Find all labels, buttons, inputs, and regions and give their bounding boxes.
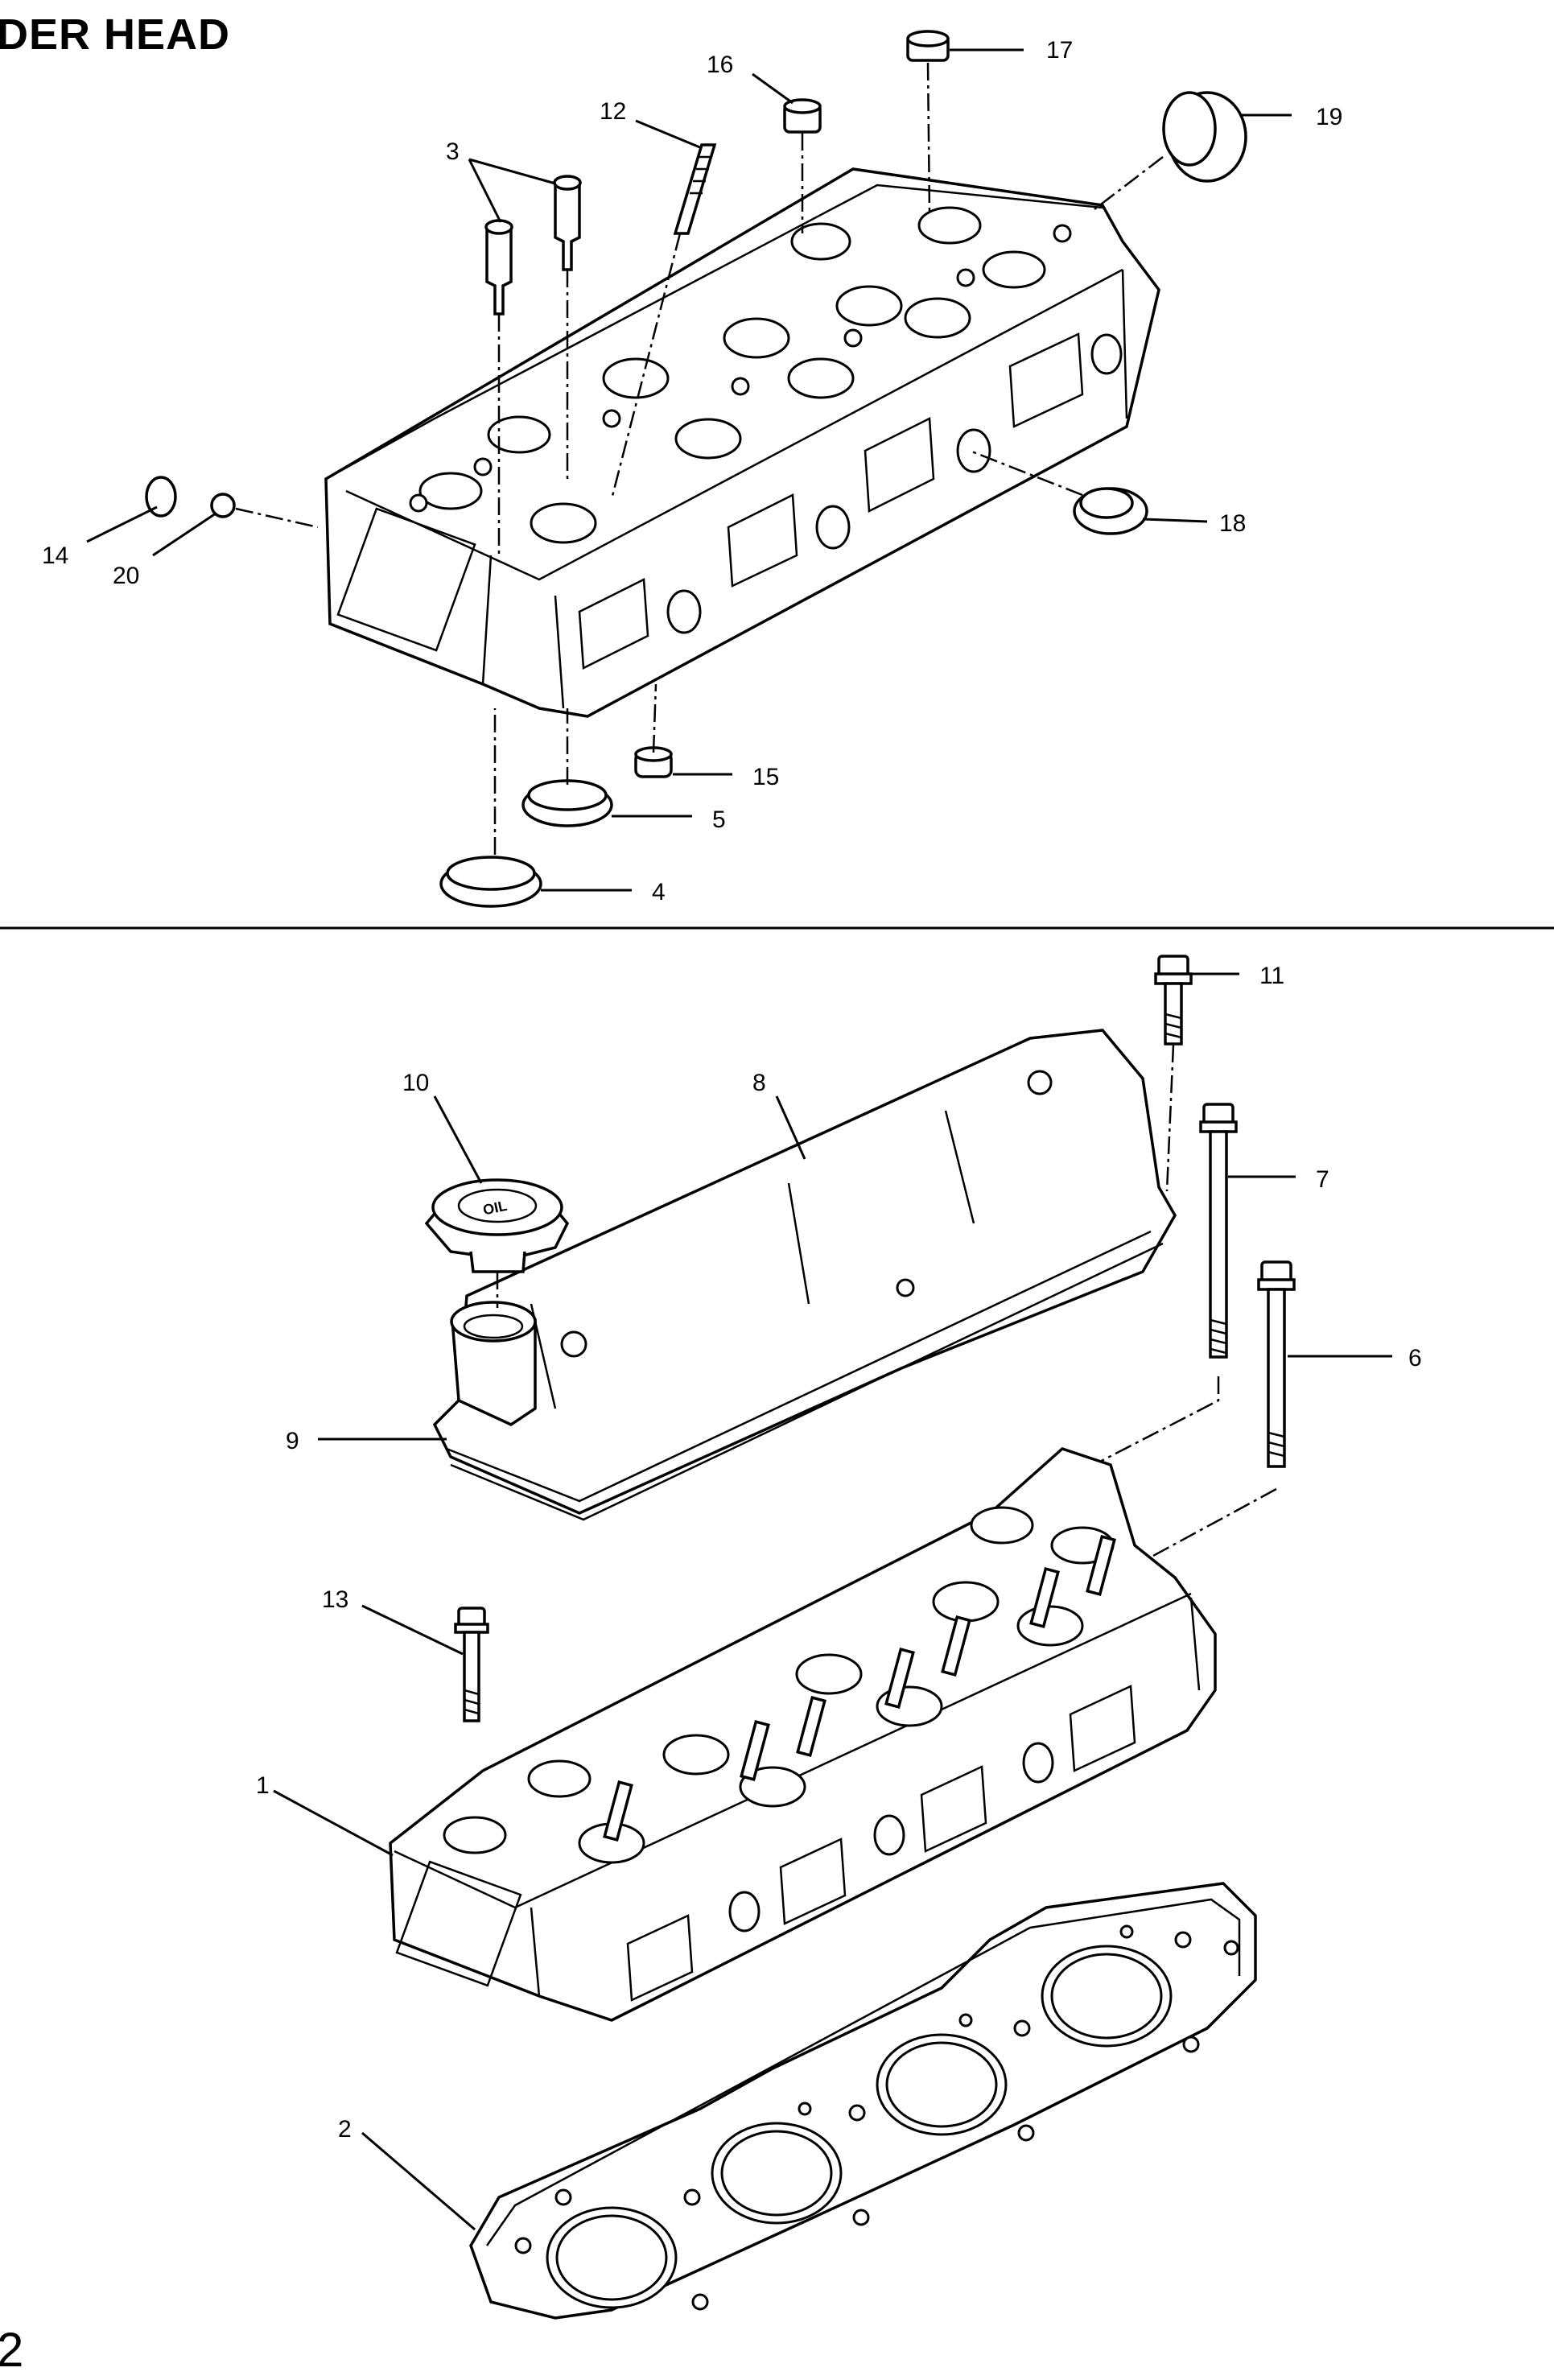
part-ball-20: [210, 493, 319, 529]
callout-14: 14: [42, 542, 68, 569]
part-bolt-6: [1142, 1260, 1296, 1563]
callout-12: 12: [600, 98, 626, 125]
callout-3: 3: [446, 138, 460, 165]
part-seal-18: [969, 449, 1148, 535]
callout-15: 15: [752, 764, 779, 790]
part-bolt-11: [1154, 955, 1193, 1192]
callout-16: 16: [707, 52, 733, 78]
callout-18: 18: [1219, 510, 1246, 537]
callout-10: 10: [402, 1070, 429, 1096]
callout-8: 8: [752, 1070, 766, 1096]
part-bolt-7: [1070, 1103, 1238, 1479]
part-cap-19: [1094, 91, 1247, 210]
callout-19: 19: [1316, 104, 1342, 130]
callout-11: 11: [1259, 963, 1284, 989]
page-number: 2: [0, 2323, 24, 2377]
callout-2: 2: [338, 2116, 352, 2143]
callout-9: 9: [286, 1428, 299, 1454]
cylinder-head-upper: [324, 167, 1160, 718]
callout-5: 5: [712, 806, 726, 833]
callout-20: 20: [113, 563, 139, 589]
part-oil-filler-cap: OIL: [424, 1178, 570, 1308]
upper-callouts: 3 12 16 17 19 18 14 20 15 5 4: [42, 37, 1342, 905]
part-valve-seat-4: [439, 708, 542, 908]
callout-13: 13: [322, 1586, 348, 1613]
part-cylinder-head: [389, 1447, 1217, 2022]
part-plug-16: [783, 98, 822, 233]
part-head-gasket: [469, 1882, 1257, 2320]
callout-4: 4: [652, 879, 666, 905]
callout-17: 17: [1046, 37, 1073, 64]
callout-7: 7: [1316, 1166, 1329, 1193]
page-title: DER HEAD: [0, 10, 231, 59]
part-bolt-13: [454, 1607, 489, 1722]
part-valve-seat-5: [521, 708, 613, 827]
callout-1: 1: [256, 1772, 270, 1799]
callout-6: 6: [1408, 1345, 1422, 1371]
part-plug-14: [145, 476, 177, 518]
part-stud: [610, 143, 717, 500]
part-plug-17: [906, 30, 950, 214]
part-rocker-cover: [432, 1029, 1177, 1521]
part-plug-15: [634, 683, 673, 778]
lower-callouts: 11 8 10 7 6 9 13 1 2: [256, 963, 1422, 2231]
